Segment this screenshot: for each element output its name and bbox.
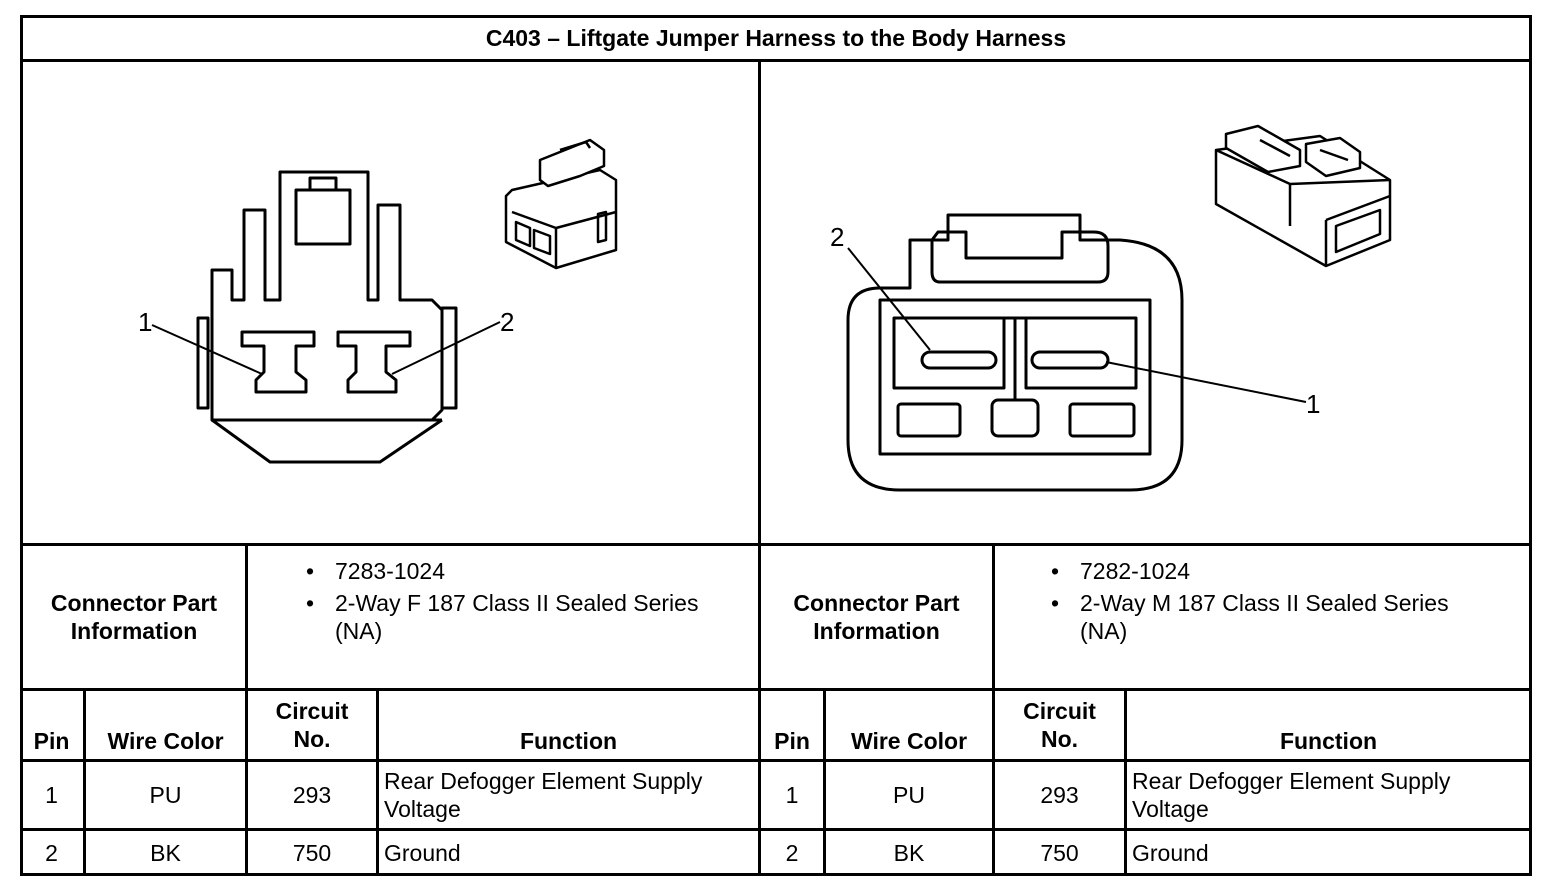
left-header-wire-color: Wire Color	[107, 728, 224, 754]
left-header-function: Function	[519, 728, 618, 754]
left-header-pin: Pin	[33, 728, 70, 754]
bullet-icon: •	[1050, 590, 1060, 616]
left-connector-face	[196, 170, 458, 464]
part-number: 7282-1024	[1080, 558, 1190, 584]
left-row1-pin: 1	[45, 782, 58, 808]
divider	[376, 688, 379, 876]
list-item: • 2-Way M 187 Class II Sealed Series (NA)	[1030, 589, 1525, 645]
page-title: C403 – Liftgate Jumper Harness to the Bo…	[485, 24, 1067, 51]
divider	[83, 688, 86, 876]
right-row2-wire-color: BK	[893, 840, 925, 866]
bullet-icon: •	[305, 590, 315, 616]
part-series: 2-Way M 187 Class II Sealed Series (NA)	[1080, 590, 1449, 644]
right-row2-pin: 2	[785, 840, 799, 866]
list-item: • 7282-1024	[1030, 557, 1525, 585]
part-series: 2-Way F 187 Class II Sealed Series (NA)	[335, 590, 699, 644]
left-row1-wire-color: PU	[149, 782, 182, 808]
left-row2-wire-color: BK	[150, 840, 181, 866]
bullet-icon: •	[1050, 558, 1060, 584]
right-pin-label-1: 1	[1306, 389, 1320, 419]
right-part-info-list: • 7282-1024 • 2-Way M 187 Class II Sealed …	[1030, 557, 1525, 649]
right-row2-circuit: 750	[1040, 840, 1079, 866]
list-item: • 2-Way F 187 Class II Sealed Series (NA)	[285, 589, 755, 645]
list-item: • 7283-1024	[285, 557, 755, 585]
left-pin-label-2: 2	[500, 307, 514, 337]
left-part-info-list: • 7283-1024 • 2-Way F 187 Class II Sealed …	[285, 557, 755, 649]
right-pin-label-2: 2	[830, 222, 844, 252]
divider	[758, 59, 761, 876]
right-connector-part-label: Connector Part Information	[793, 590, 960, 644]
left-pin-label-1: 1	[138, 307, 152, 337]
right-row1-wire-color: PU	[893, 782, 925, 808]
divider	[20, 759, 1532, 762]
left-header-circuit: Circuit No.	[275, 698, 349, 752]
divider	[20, 543, 1532, 546]
connector-table-frame	[20, 15, 1532, 876]
left-3d-connector	[504, 138, 618, 270]
right-row1-pin: 1	[785, 782, 799, 808]
right-header-wire-color: Wire Color	[850, 728, 968, 754]
divider	[20, 59, 1532, 62]
divider	[1124, 688, 1127, 876]
right-connector-face	[846, 213, 1184, 492]
left-row1-circuit: 293	[292, 782, 332, 808]
left-connector-part-label: Connector Part Information	[50, 590, 218, 644]
left-row2-circuit: 750	[292, 840, 332, 866]
divider	[992, 543, 995, 876]
left-row1-function: Rear Defogger Element Supply Voltage	[384, 768, 703, 822]
right-row1-function: Rear Defogger Element Supply Voltage	[1132, 768, 1451, 822]
divider	[823, 688, 826, 876]
left-row2-pin: 2	[45, 840, 58, 866]
part-number: 7283-1024	[335, 558, 445, 584]
right-header-circuit: Circuit No.	[1023, 698, 1096, 752]
right-header-function: Function	[1279, 728, 1378, 754]
divider	[245, 543, 248, 876]
divider	[20, 828, 1532, 831]
bullet-icon: •	[305, 558, 315, 584]
left-row2-function: Ground	[384, 840, 461, 866]
right-3d-connector	[1214, 124, 1392, 268]
right-header-pin: Pin	[774, 728, 810, 754]
divider	[20, 688, 1532, 691]
right-row2-function: Ground	[1132, 840, 1209, 866]
right-row1-circuit: 293	[1040, 782, 1079, 808]
